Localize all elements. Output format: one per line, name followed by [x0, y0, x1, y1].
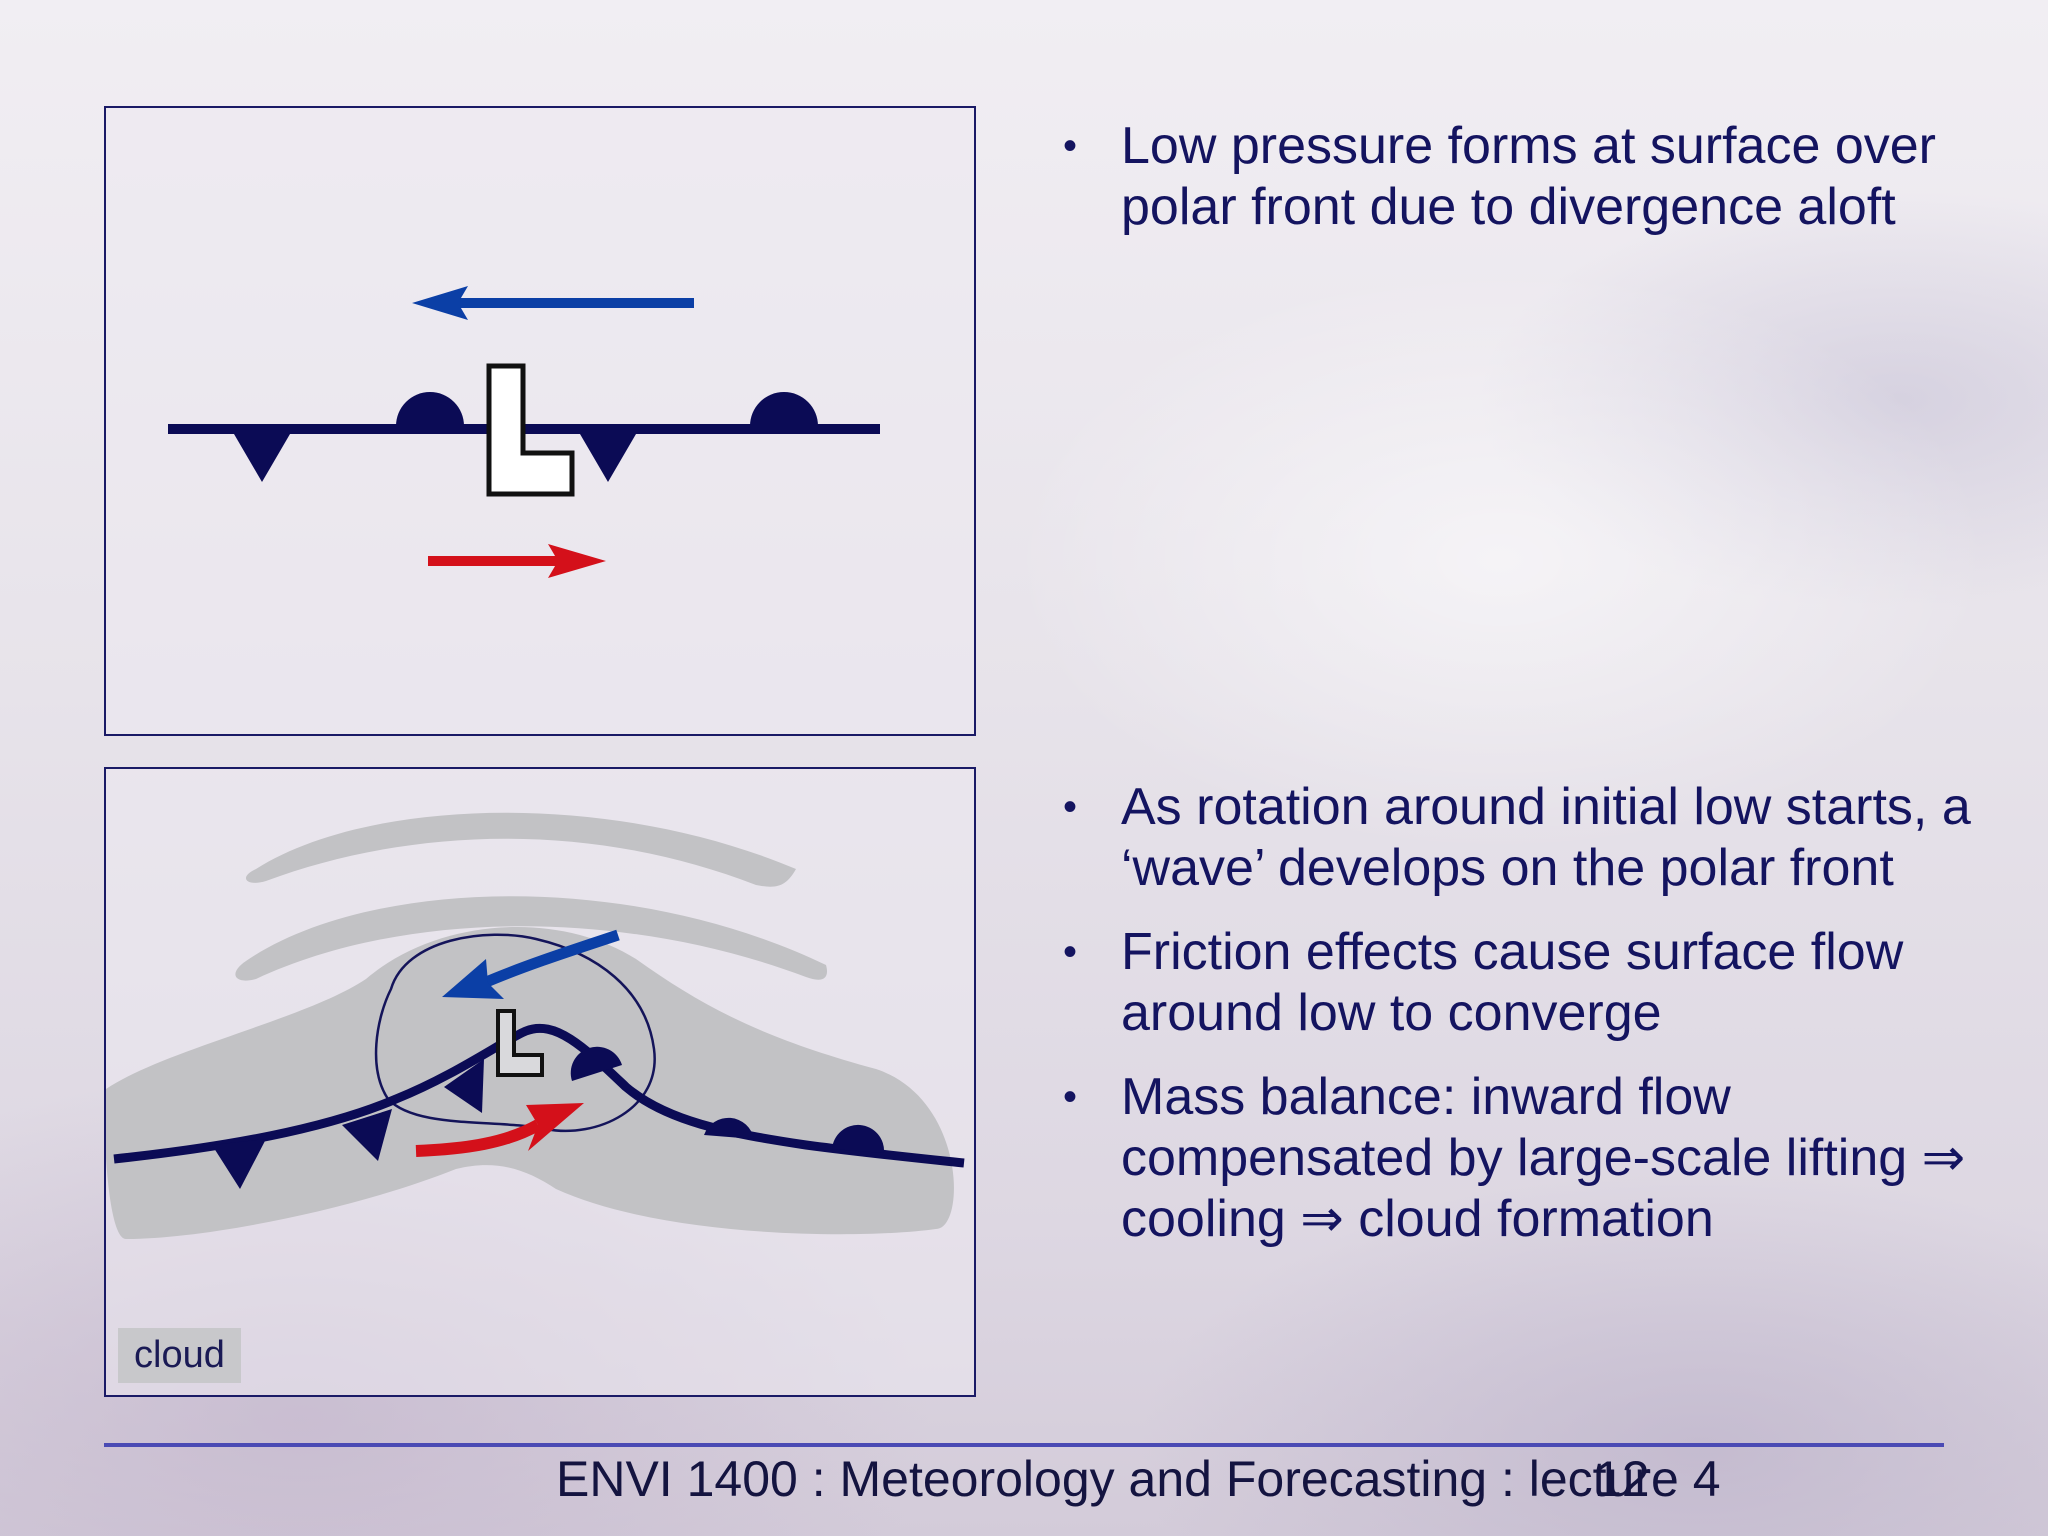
diagram-initial-low-panel: [104, 106, 976, 736]
cloud-shield: [106, 927, 954, 1239]
bullet-list-top: • Low pressure forms at surface over pol…: [1055, 116, 2015, 261]
upper-flow-arrow: [442, 929, 620, 999]
cloud-band-outer: [245, 812, 796, 887]
footer-divider: [104, 1443, 1944, 1447]
cloud-legend-label: cloud: [118, 1328, 241, 1383]
cold-front-triangle: [580, 434, 636, 482]
bullet-dot: •: [1063, 785, 1078, 829]
cold-front-triangle: [234, 434, 290, 482]
footer-course-title: ENVI 1400 : Meteorology and Forecasting …: [556, 1451, 1721, 1507]
bullet-item: • Mass balance: inward flow compensated …: [1055, 1067, 2015, 1250]
bullet-text: Mass balance: inward flow compensated by…: [1121, 1068, 1966, 1248]
bullet-item: • Low pressure forms at surface over pol…: [1055, 116, 2015, 238]
upper-flow-arrow: [412, 286, 694, 320]
polar-front-wave: [113, 1023, 965, 1168]
low-pressure-symbol: [496, 1009, 544, 1077]
bullet-item: • Friction effects cause surface flow ar…: [1055, 922, 2015, 1044]
warm-front-semicircle: [704, 1117, 754, 1139]
frontal-wave-diagram: [106, 812, 965, 1239]
warm-front-semicircle: [832, 1124, 885, 1153]
bullet-item: • As rotation around initial low starts,…: [1055, 777, 2015, 899]
diagram-wave-panel: cloud: [104, 767, 976, 1397]
bullet-list-bottom: • As rotation around initial low starts,…: [1055, 777, 2015, 1273]
cloud-band-middle: [235, 896, 828, 981]
surface-flow-arrow: [428, 544, 606, 578]
bullet-text: Friction effects cause surface flow arou…: [1121, 923, 1904, 1042]
slide-number: 12: [1594, 1451, 1650, 1507]
warm-front-semicircle: [750, 392, 818, 426]
warm-front-semicircle: [396, 392, 464, 426]
surface-flow-arrow: [415, 1103, 584, 1157]
low-pressure-symbol: [486, 363, 575, 497]
bullet-text: Low pressure forms at surface over polar…: [1121, 117, 1936, 236]
cold-front-triangle: [444, 1059, 484, 1113]
bullet-dot: •: [1063, 930, 1078, 974]
bullet-dot: •: [1063, 1075, 1078, 1119]
initial-low-diagram: [168, 286, 880, 578]
bullet-dot: •: [1063, 124, 1078, 168]
cold-front-triangle: [342, 1109, 392, 1161]
cold-front-triangle: [212, 1139, 266, 1189]
bullet-text: As rotation around initial low starts, a…: [1121, 778, 1971, 897]
warm-front-semicircle: [570, 1046, 622, 1081]
